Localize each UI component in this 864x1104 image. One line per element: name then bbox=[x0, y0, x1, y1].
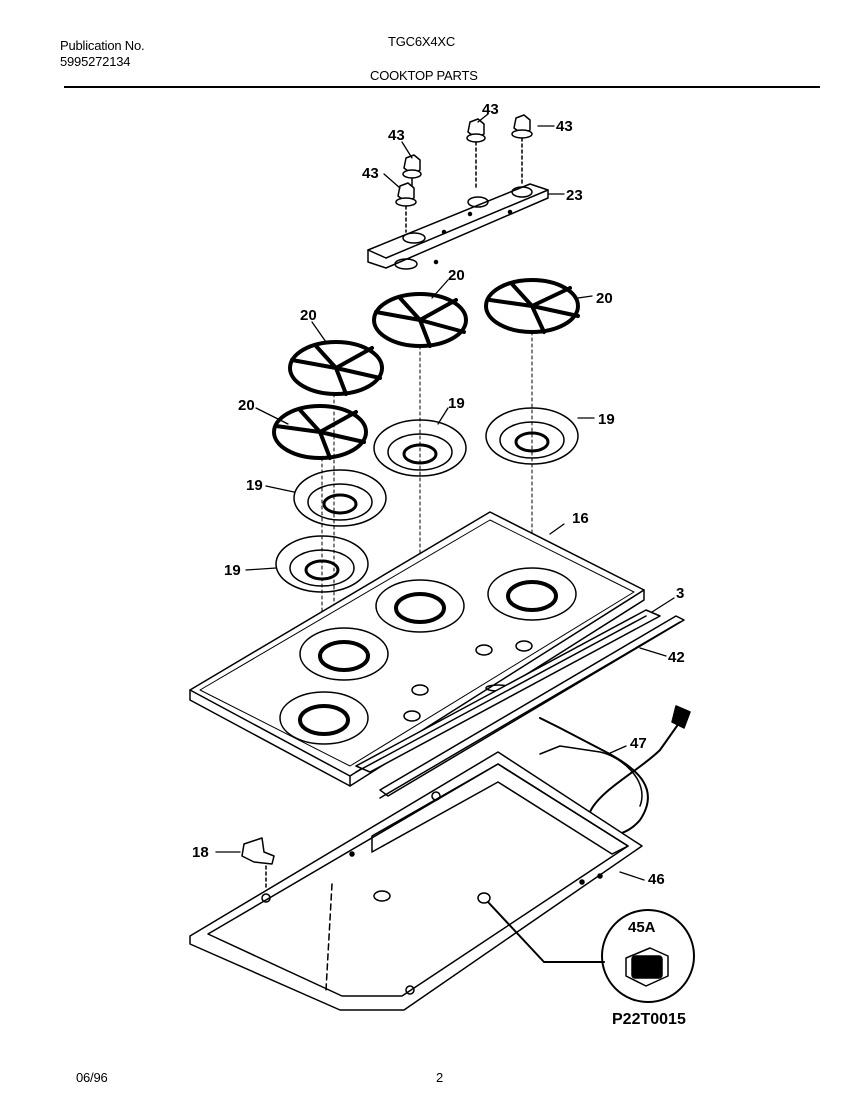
callout-43: 43 bbox=[362, 165, 379, 182]
page-number: 2 bbox=[436, 1070, 444, 1085]
footer-date: 06/96 bbox=[76, 1070, 108, 1085]
callout-16: 16 bbox=[572, 510, 589, 527]
burner-grate bbox=[372, 292, 468, 348]
callout-23: 23 bbox=[566, 187, 583, 204]
burner-grate bbox=[288, 340, 384, 396]
burner-grate bbox=[484, 278, 580, 334]
callout-20: 20 bbox=[448, 267, 465, 284]
callout-20: 20 bbox=[238, 397, 255, 414]
burner-grate bbox=[272, 404, 368, 460]
control-knob bbox=[511, 114, 533, 185]
model-number: TGC6X4XC bbox=[388, 34, 456, 49]
callout-3: 3 bbox=[676, 585, 684, 602]
callout-47: 47 bbox=[630, 735, 647, 752]
publication-label: Publication No. bbox=[60, 38, 145, 53]
callout-42: 42 bbox=[668, 649, 685, 666]
callout-43: 43 bbox=[482, 101, 499, 118]
diagram-code: P22T0015 bbox=[612, 1011, 686, 1028]
control-knob bbox=[395, 182, 417, 233]
header-rule bbox=[64, 86, 820, 88]
burner-box bbox=[189, 751, 643, 1011]
section-title: COOKTOP PARTS bbox=[370, 68, 478, 83]
callout-46: 46 bbox=[648, 871, 665, 888]
callout-19: 19 bbox=[448, 395, 465, 412]
callout-19: 19 bbox=[598, 411, 615, 428]
mounting-bracket bbox=[241, 837, 275, 889]
inset-detail bbox=[487, 901, 695, 1003]
callout-19: 19 bbox=[246, 477, 263, 494]
control-panel bbox=[367, 183, 549, 270]
publication-number: 5995272134 bbox=[60, 54, 131, 69]
callout-labels: 43 43 43 43 23 20 20 20 20 19 19 19 19 1… bbox=[192, 101, 686, 1028]
drip-pan bbox=[293, 469, 387, 527]
callout-19: 19 bbox=[224, 562, 241, 579]
callout-43: 43 bbox=[388, 127, 405, 144]
seal-strip bbox=[379, 615, 685, 799]
leader-lines bbox=[215, 113, 675, 881]
callout-45a: 45A bbox=[628, 919, 656, 936]
callout-18: 18 bbox=[192, 844, 209, 861]
callout-20: 20 bbox=[596, 290, 613, 307]
control-knob bbox=[466, 118, 486, 191]
callout-43: 43 bbox=[556, 118, 573, 135]
callout-20: 20 bbox=[300, 307, 317, 324]
front-trim bbox=[355, 609, 661, 773]
